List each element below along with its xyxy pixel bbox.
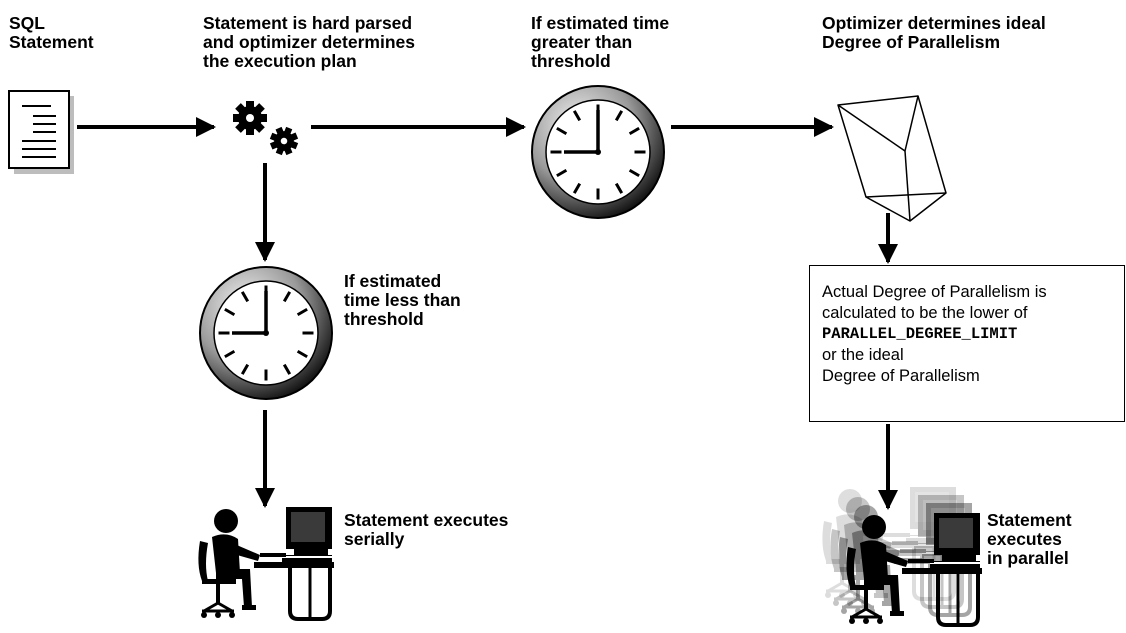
dop-box-parameter: PARALLEL_DEGREE_LIMIT xyxy=(822,325,1018,343)
document-icon xyxy=(8,90,74,174)
label-less-than-threshold: If estimated time less than threshold xyxy=(344,271,461,329)
person-at-computer-icon-parallel xyxy=(820,485,984,627)
label-executes-in-parallel: Statement executes in parallel xyxy=(987,510,1072,568)
clock-icon-less-than-threshold xyxy=(198,265,334,401)
clock-icon-greater-than-threshold xyxy=(530,84,666,220)
label-sql-statement: SQL Statement xyxy=(9,13,94,52)
label-optimizer-ideal-dop: Optimizer determines ideal Degree of Par… xyxy=(822,13,1046,52)
dop-box-line-4: or the ideal xyxy=(822,346,904,364)
dop-box-line-1: Actual Degree of Parallelism is xyxy=(822,283,1047,301)
dop-box-line-2: calculated to be the lower of xyxy=(822,304,1028,322)
label-executes-serially: Statement executes serially xyxy=(344,510,509,549)
cube-icon xyxy=(837,95,947,222)
label-hard-parse: Statement is hard parsed and optimizer d… xyxy=(203,13,415,71)
person-at-computer-icon-serial xyxy=(196,505,336,621)
gears-icon xyxy=(233,101,303,160)
dop-box-line-5: Degree of Parallelism xyxy=(822,367,980,385)
dop-calculation-box: Actual Degree of Parallelism is calculat… xyxy=(809,265,1125,422)
label-greater-than-threshold: If estimated time greater than threshold xyxy=(531,13,670,71)
